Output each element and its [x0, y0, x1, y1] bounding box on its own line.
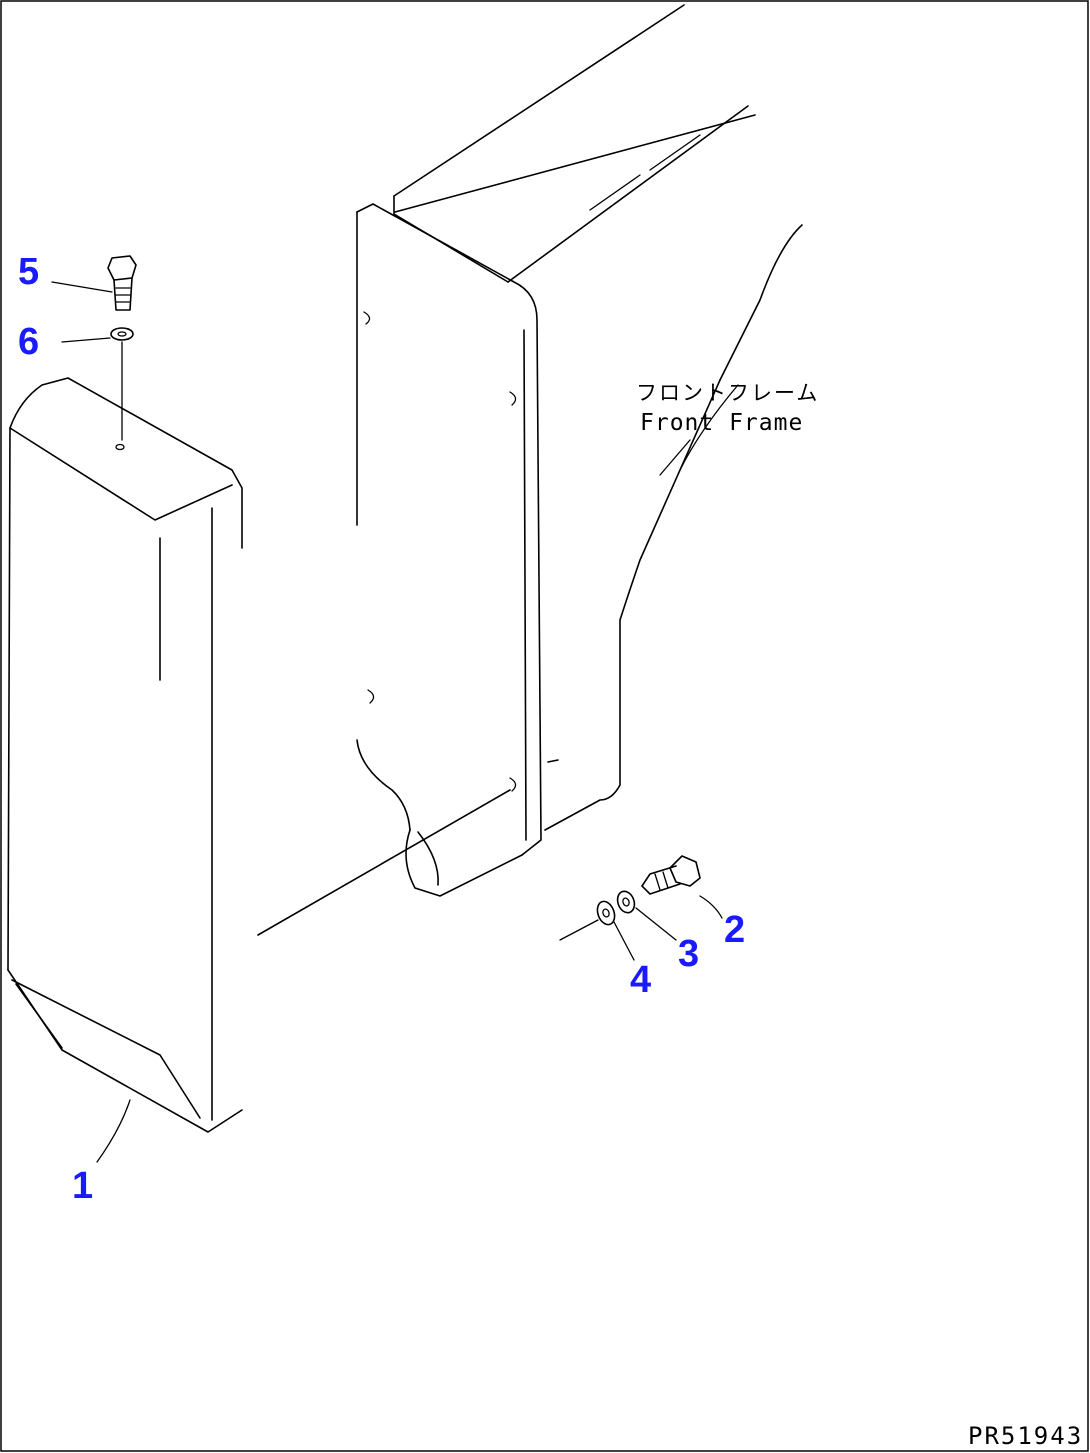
frame-label-en: Front Frame — [640, 410, 803, 436]
callout-3: 3 — [678, 933, 699, 975]
front-frame — [257, 4, 803, 936]
leader-lines — [51, 281, 739, 1163]
part-2-bolt — [641, 855, 701, 895]
frame-label-jp: フロントフレーム — [636, 381, 819, 405]
part-1-cover — [7, 377, 243, 1133]
callout-6: 6 — [18, 321, 39, 363]
callout-2: 2 — [724, 909, 745, 951]
callout-5: 5 — [18, 251, 39, 293]
part-3-washer — [616, 890, 636, 914]
part-4-washer — [559, 900, 616, 941]
part-6-washer — [110, 327, 134, 441]
callout-1: 1 — [72, 1165, 93, 1207]
drawing-number: PR51943 — [968, 1422, 1083, 1450]
callout-4: 4 — [630, 959, 651, 1001]
part-5-bolt — [107, 255, 137, 311]
